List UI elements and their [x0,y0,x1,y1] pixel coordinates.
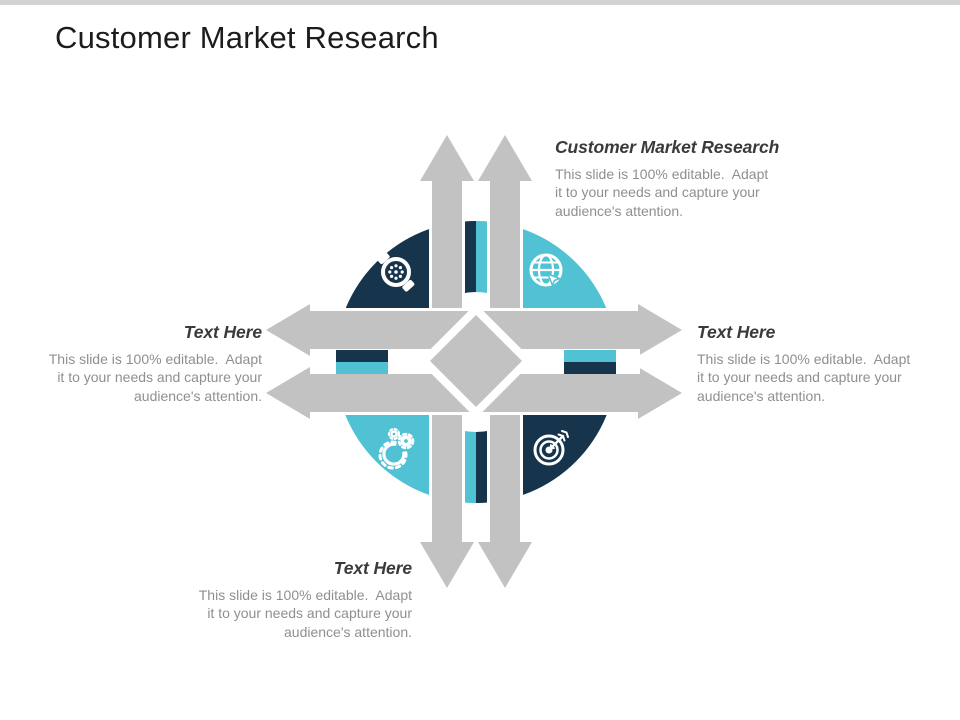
target-arrow-icon [533,430,569,466]
callout-bottom: Text Here This slide is 100% editable. A… [152,558,412,641]
watch-icon [377,252,415,292]
gears-icon [378,427,415,470]
strip-right-upper [564,350,616,362]
callout-heading: Customer Market Research [555,137,780,157]
callout-heading: Text Here [697,322,776,342]
callout-left: Text Here This slide is 100% editable. A… [32,322,262,405]
strip-left-lower [336,362,388,374]
callout-heading: Text Here [183,322,262,342]
globe-cursor-icon [529,253,563,288]
strip-right-lower [564,362,616,374]
callout-top-right: Customer Market Research This slide is 1… [555,137,825,220]
ring-strips [336,350,616,374]
strip-left-upper [336,350,388,362]
callout-body: This slide is 100% editable. Adapt it to… [555,166,769,219]
callout-heading: Text Here [333,558,412,578]
callout-body: This slide is 100% editable. Adapt it to… [697,351,911,404]
top-accent-bar [0,0,960,5]
center-diamond [418,303,534,419]
callout-right: Text Here This slide is 100% editable. A… [697,322,927,405]
page-title: Customer Market Research [55,20,439,55]
callout-body: This slide is 100% editable. Adapt it to… [48,351,262,404]
callout-body: This slide is 100% editable. Adapt it to… [198,587,412,640]
